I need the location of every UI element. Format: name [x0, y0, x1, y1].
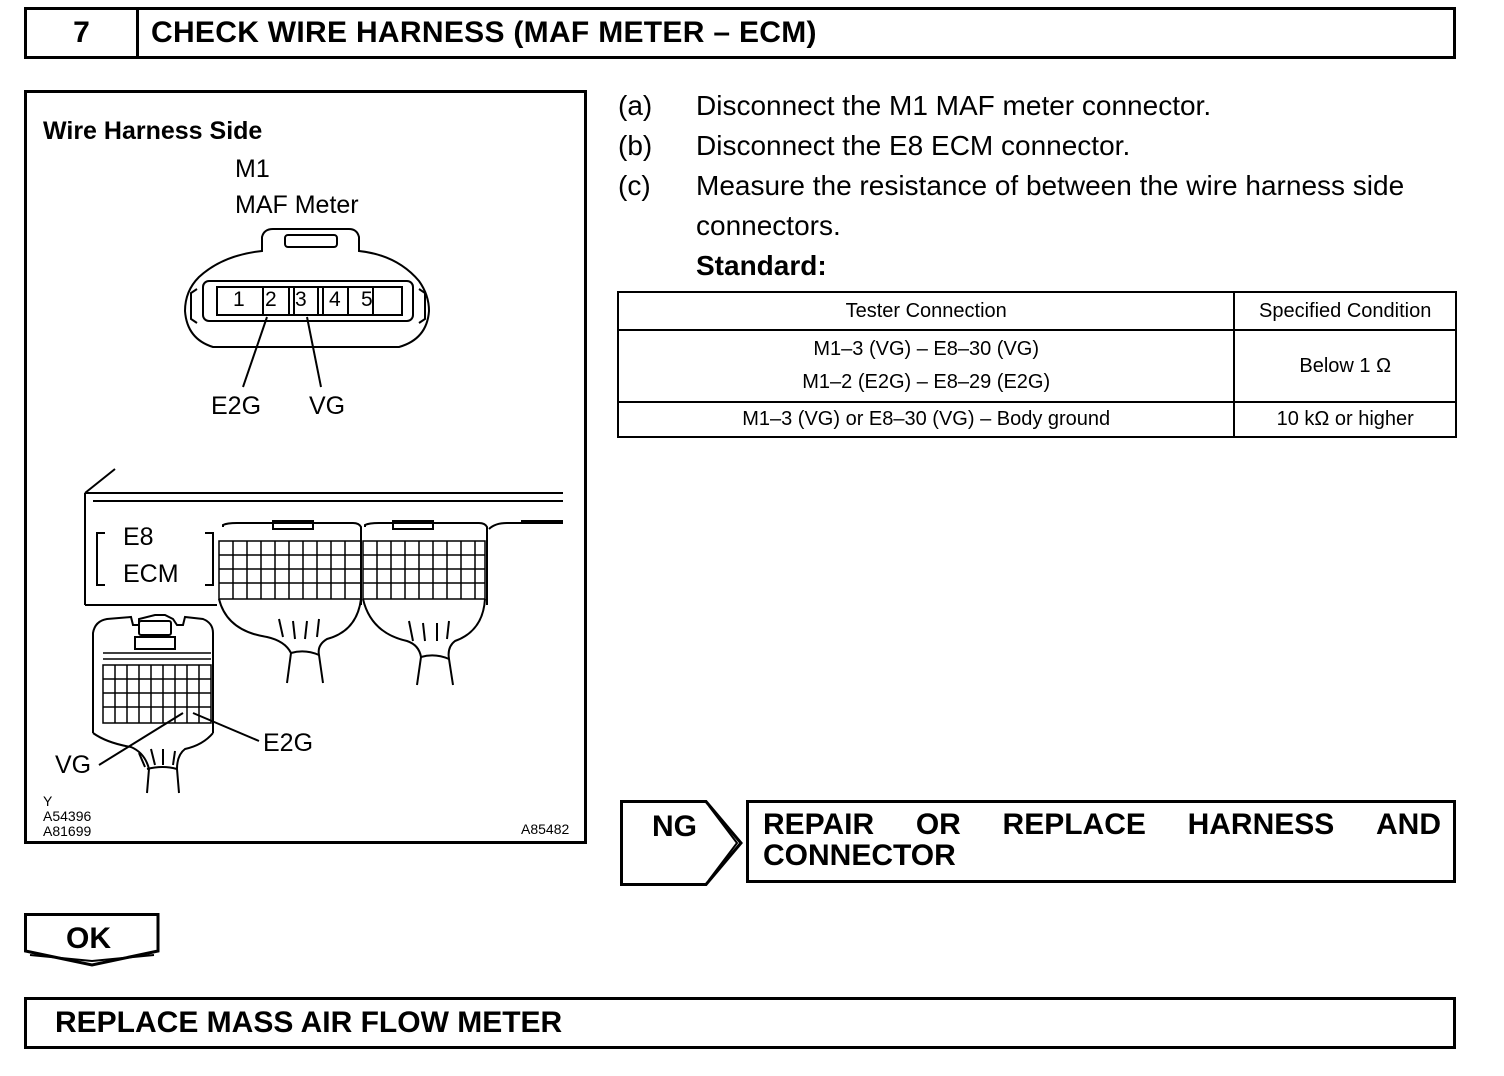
- ng-word: AND: [1376, 808, 1441, 841]
- step-title: CHECK WIRE HARNESS (MAF METER – ECM): [151, 16, 817, 49]
- table-row: M1–3 (VG) – E8–30 (VG) M1–2 (E2G) – E8–2…: [616, 329, 1457, 403]
- ng-word: REPAIR: [763, 808, 875, 841]
- ng-word: HARNESS: [1187, 808, 1335, 841]
- spec-table: Tester Connection Specified Condition M1…: [616, 291, 1457, 438]
- ecm-name-label: ECM: [123, 560, 179, 588]
- instruction-c-continuation: connectors.: [696, 210, 841, 241]
- spec-condition-cell: 10 kΩ or higher: [1233, 401, 1457, 438]
- table-row: M1–3 (VG) or E8–30 (VG) – Body ground 10…: [616, 401, 1457, 438]
- spec-header-row: Tester Connection Specified Condition: [616, 291, 1457, 331]
- instruction-letter: (b): [618, 130, 653, 161]
- standard-label: Standard:: [696, 250, 827, 281]
- ok-label: OK: [66, 922, 111, 955]
- spec-connection-cell: M1–3 (VG) – E8–30 (VG) M1–2 (E2G) – E8–2…: [616, 329, 1236, 403]
- spec-connection-cell: M1–3 (VG) or E8–30 (VG) – Body ground: [616, 401, 1236, 438]
- instruction-letter: (c): [618, 170, 651, 201]
- ng-word: OR: [915, 808, 961, 841]
- m1-pin-4: 4: [329, 288, 341, 311]
- step-header: 7 CHECK WIRE HARNESS (MAF METER – ECM): [24, 7, 1456, 59]
- spec-connection-line: M1–3 (VG) – E8–30 (VG): [813, 338, 1040, 360]
- ecm-code-label: E8: [123, 523, 154, 551]
- ng-label: NG: [652, 810, 697, 843]
- ok-arrow-shape: [24, 913, 160, 967]
- m1-name-label: MAF Meter: [235, 191, 359, 219]
- ng-action-line1: REPAIR OR REPLACE HARNESS AND: [763, 809, 1441, 840]
- step-number: 7: [27, 10, 139, 56]
- e8-plug-drawing: [92, 614, 260, 794]
- figure-ref-1: A54396: [43, 808, 92, 824]
- m1-e2g-label: E2G: [211, 392, 262, 420]
- m1-pin-5: 5: [361, 288, 373, 311]
- ecm-e2g-label: E2G: [263, 729, 314, 757]
- m1-connector-drawing: [183, 228, 431, 388]
- figure-ref-right: A85482: [521, 821, 570, 837]
- spec-header-connection: Tester Connection: [616, 291, 1236, 331]
- ng-action-line2: CONNECTOR: [763, 839, 956, 872]
- instruction-c: (c) Measure the resistance of between th…: [618, 166, 1468, 206]
- instruction-b: (b) Disconnect the E8 ECM connector.: [618, 126, 1468, 166]
- m1-pin-1: 1: [233, 288, 245, 311]
- figure-ref-y: Y: [43, 793, 53, 809]
- instruction-a: (a) Disconnect the M1 MAF meter connecto…: [618, 86, 1468, 126]
- ecm-housing-drawing: [84, 468, 563, 686]
- ng-word: REPLACE: [1002, 808, 1146, 841]
- spec-header-condition: Specified Condition: [1233, 291, 1457, 331]
- instruction-text: Disconnect the E8 ECM connector.: [696, 130, 1131, 161]
- final-step-box: REPLACE MASS AIR FLOW METER: [24, 997, 1456, 1049]
- m1-pin-3: 3: [295, 288, 307, 311]
- ecm-vg-label: VG: [55, 751, 92, 779]
- wiring-figure: Wire Harness Side M1 MAF Meter 1 2 3 4 5…: [24, 90, 587, 844]
- instructions: (a) Disconnect the M1 MAF meter connecto…: [618, 86, 1468, 286]
- spec-condition-cell: Below 1 Ω: [1233, 329, 1457, 403]
- figure-ref-2: A81699: [43, 823, 92, 839]
- instruction-letter: (a): [618, 90, 653, 121]
- m1-vg-label: VG: [309, 392, 346, 420]
- ng-arrow-shape: [620, 800, 743, 886]
- connector-illustration: [84, 228, 563, 794]
- spec-connection-line: M1–2 (E2G) – E8–29 (E2G): [802, 371, 1051, 393]
- instruction-text: Measure the resistance of between the wi…: [696, 170, 1405, 201]
- m1-pin-2: 2: [265, 288, 277, 311]
- m1-code-label: M1: [235, 155, 270, 183]
- ng-action-box: REPAIR OR REPLACE HARNESS AND CONNECTOR: [746, 800, 1456, 883]
- figure-heading: Wire Harness Side: [43, 117, 263, 145]
- instruction-text: Disconnect the M1 MAF meter connector.: [696, 90, 1212, 121]
